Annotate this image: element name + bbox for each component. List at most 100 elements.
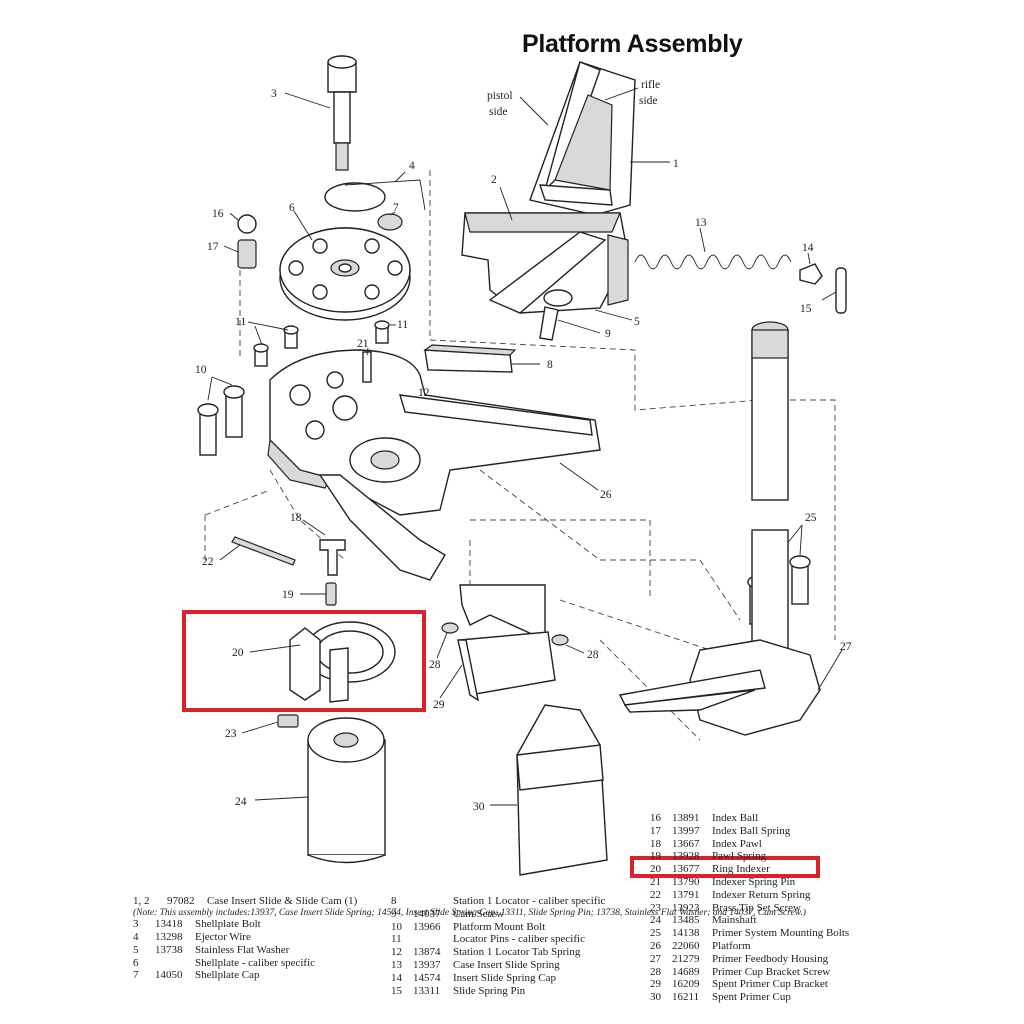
- callout-13: 13: [695, 217, 707, 229]
- part-28-primer-cup-bracket-screw-left: [436, 622, 459, 659]
- callout-15: 15: [800, 303, 812, 315]
- callout-26: 26: [600, 489, 612, 501]
- part-20-ring-indexer: [249, 621, 396, 703]
- callout-25: 25: [805, 512, 817, 524]
- part-13-spring: [634, 227, 792, 270]
- part-26-platform: [267, 349, 601, 581]
- callout-18: 18: [290, 512, 302, 524]
- callout-14: 14: [802, 242, 814, 254]
- part-14-spring-cap: [799, 252, 823, 285]
- part-6-shellplate: [279, 210, 411, 321]
- callout-24: 24: [235, 796, 247, 808]
- callout-2: 2: [491, 174, 497, 186]
- part-8-station-1-locator: [423, 344, 540, 373]
- callout-27: 27: [840, 641, 852, 653]
- part-19-pawl-spring: [300, 582, 337, 606]
- callout-3: 3: [271, 88, 277, 100]
- rifle-side-label-1: rifle: [641, 79, 660, 91]
- part-3-shellplate-bolt: [284, 55, 357, 171]
- callout-28a: 28: [429, 659, 441, 671]
- callout-12: 12: [418, 387, 430, 399]
- callout-9: 9: [605, 328, 611, 340]
- callout-20: 20: [232, 647, 244, 659]
- callout-22: 22: [202, 556, 214, 568]
- callout-29: 29: [433, 699, 445, 711]
- callout-4: 4: [409, 160, 415, 172]
- ring-indexer-highlight: [182, 610, 426, 712]
- part-21-indexer-spring-pin: [362, 347, 372, 383]
- callout-1: 1: [673, 158, 679, 170]
- primer-rod: [751, 321, 789, 501]
- part-15-spring-pin: [821, 267, 847, 314]
- legend-note: (Note: This assembly includes:13937, Cas…: [133, 907, 806, 918]
- rifle-side-label-2: side: [639, 95, 658, 107]
- part-18-index-pawl: [302, 519, 346, 576]
- callout-11b: 11: [397, 319, 408, 331]
- part-27-primer-feedbody-housing: [618, 529, 843, 736]
- callout-5: 5: [634, 316, 640, 328]
- diagram-title: Platform Assembly: [522, 30, 743, 58]
- part-4-ejector-wire: [324, 171, 426, 212]
- part-11-locator-pins: [247, 320, 396, 367]
- callout-7: 7: [393, 202, 399, 214]
- callout-17: 17: [207, 241, 219, 253]
- pistol-side-label-2: side: [489, 106, 508, 118]
- part-9-cam-screw: [539, 289, 601, 341]
- callout-11a: 11: [235, 316, 246, 328]
- part-23-brass-tip-set-screw: [241, 714, 299, 734]
- part-2-case-insert-slide: [461, 186, 629, 314]
- callout-10: 10: [195, 364, 207, 376]
- part-30-spent-primer-cup: [490, 704, 608, 876]
- part-29-spent-primer-cup-bracket: [439, 584, 556, 702]
- callout-19: 19: [282, 589, 294, 601]
- part-22-indexer-return-spring: [219, 536, 296, 566]
- part-16-index-ball: [229, 212, 257, 234]
- callout-28b: 28: [587, 649, 599, 661]
- legend-ring-indexer-highlight: [630, 856, 820, 878]
- part-7-shellplate-cap: [377, 211, 403, 231]
- callout-21: 21: [357, 338, 369, 350]
- part-17-index-ball-spring: [223, 239, 257, 269]
- part-10-platform-mount-bolts: [197, 376, 245, 456]
- callout-16: 16: [212, 208, 224, 220]
- part-5-washer: [594, 309, 633, 321]
- callout-labels: 1 2 3 4 5 6 7 8 9 10 11 11 13 14 15 16 1…: [195, 79, 852, 813]
- callout-30: 30: [473, 801, 485, 813]
- callout-23: 23: [225, 728, 237, 740]
- part-28-primer-cup-bracket-screw-right: [551, 634, 585, 654]
- callout-8: 8: [547, 359, 553, 371]
